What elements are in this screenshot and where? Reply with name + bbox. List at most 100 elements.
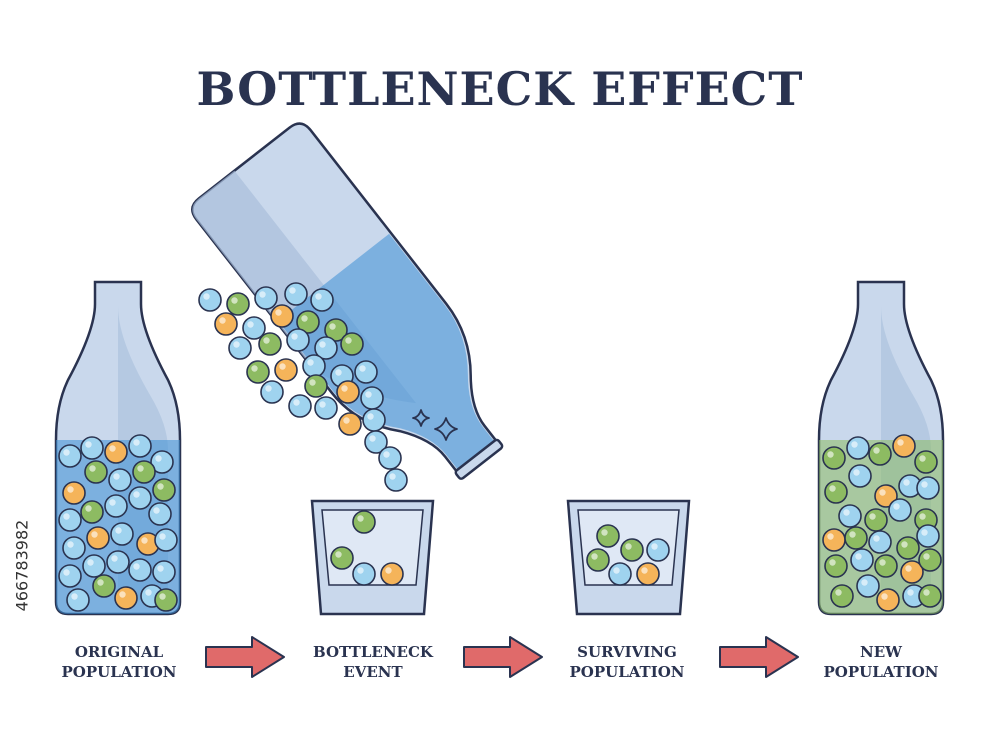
marble-highlight — [389, 473, 396, 480]
marble-highlight — [91, 531, 98, 538]
pouring-marbles — [198, 282, 408, 492]
marble-highlight — [385, 567, 392, 574]
marble-highlight — [901, 541, 908, 548]
new-population-marbles — [822, 434, 942, 612]
marble-highlight — [141, 537, 148, 544]
marble-highlight — [157, 483, 164, 490]
marble-highlight — [275, 309, 282, 316]
marble — [892, 434, 916, 458]
new-population-bottle — [817, 280, 945, 616]
marble-highlight — [113, 473, 120, 480]
marble-highlight — [851, 441, 858, 448]
marble — [114, 586, 138, 610]
marble — [154, 528, 178, 552]
marble-highlight — [263, 337, 270, 344]
marble — [270, 304, 294, 328]
marble-highlight — [919, 513, 926, 520]
marble-highlight — [133, 563, 140, 570]
marble — [378, 446, 402, 470]
bottleneck-glass — [310, 499, 435, 616]
marble-highlight — [157, 565, 164, 572]
marble — [844, 526, 868, 550]
original-marbles — [58, 434, 178, 612]
marble-highlight — [625, 543, 632, 550]
stage-label-surviving: SURVIVING POPULATION — [569, 643, 685, 681]
marble-highlight — [335, 551, 342, 558]
marble-highlight — [827, 533, 834, 540]
marble — [288, 394, 312, 418]
marble — [254, 286, 278, 310]
stage-label-original: ORIGINAL POPULATION — [61, 643, 177, 681]
marble-highlight — [307, 359, 314, 366]
marble-highlight — [115, 527, 122, 534]
marble-highlight — [155, 455, 162, 462]
marble-highlight — [315, 293, 322, 300]
marble-highlight — [109, 499, 116, 506]
marble — [198, 288, 222, 312]
marble — [918, 584, 942, 608]
marble — [302, 354, 326, 378]
marble — [152, 478, 176, 502]
marble-highlight — [919, 455, 926, 462]
marble — [824, 480, 848, 504]
marble — [228, 336, 252, 360]
marble-highlight — [265, 385, 272, 392]
marble-highlight — [219, 317, 226, 324]
marble-highlight — [357, 515, 364, 522]
marble — [84, 460, 108, 484]
marble-highlight — [63, 449, 70, 456]
marble — [868, 442, 892, 466]
marble — [154, 588, 178, 612]
marble — [362, 408, 386, 432]
marble-highlight — [153, 507, 160, 514]
marble — [608, 562, 632, 586]
marble — [336, 380, 360, 404]
marble-highlight — [893, 503, 900, 510]
sparkle-icon — [412, 409, 458, 441]
marble-highlight — [233, 341, 240, 348]
marble — [896, 536, 920, 560]
arrow-icon — [205, 636, 285, 678]
stock-id-label: 466783982 — [12, 519, 32, 612]
marble-highlight — [133, 439, 140, 446]
marble-highlight — [855, 553, 862, 560]
marble-highlight — [335, 369, 342, 376]
marble — [274, 358, 298, 382]
marble — [864, 508, 888, 532]
marble-highlight — [921, 529, 928, 536]
marble-highlight — [111, 555, 118, 562]
marble — [82, 554, 106, 578]
marble — [226, 292, 250, 316]
marble-highlight — [923, 589, 930, 596]
marble — [128, 486, 152, 510]
marble-highlight — [319, 401, 326, 408]
marble-highlight — [829, 559, 836, 566]
surviving-glass — [566, 499, 691, 616]
marble — [352, 562, 376, 586]
marble — [916, 524, 940, 548]
marble-highlight — [119, 591, 126, 598]
marble-highlight — [63, 569, 70, 576]
marble-highlight — [853, 469, 860, 476]
marble — [354, 360, 378, 384]
marble-highlight — [849, 531, 856, 538]
marble — [128, 434, 152, 458]
marble-highlight — [109, 445, 116, 452]
marble-highlight — [827, 451, 834, 458]
marble-highlight — [259, 291, 266, 298]
marble — [888, 498, 912, 522]
marble-highlight — [345, 337, 352, 344]
marble — [824, 554, 848, 578]
marble — [596, 524, 620, 548]
marble-highlight — [247, 321, 254, 328]
surviving-marbles — [586, 524, 670, 586]
marble-highlight — [67, 486, 74, 493]
marble — [58, 564, 82, 588]
marble-highlight — [159, 533, 166, 540]
marble — [380, 562, 404, 586]
marble — [384, 468, 408, 492]
marble-highlight — [67, 541, 74, 548]
marble-highlight — [923, 553, 930, 560]
marble — [214, 312, 238, 336]
marble-highlight — [85, 505, 92, 512]
